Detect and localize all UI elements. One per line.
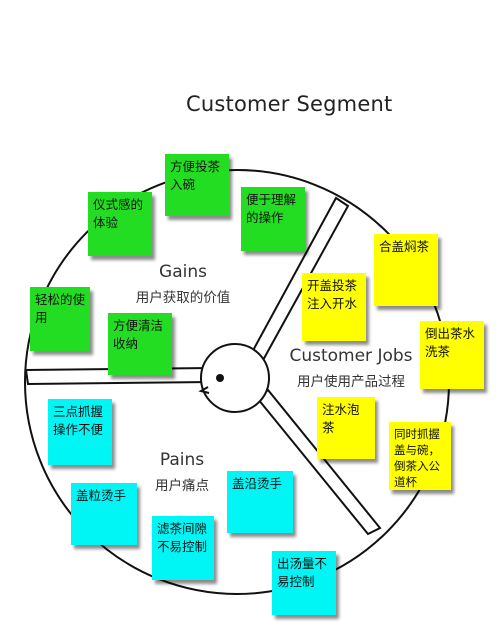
pains-note: 滤茶间隙不易控制 [152,516,214,580]
diagram-title: Customer Segment [186,92,393,116]
gains-note: 方便清洁收纳 [108,313,172,375]
gains-note: 便于理解的操作 [241,187,305,251]
pains-label: Pains [159,450,205,470]
jobs-label: Customer Jobs [289,346,413,366]
gains-label: Gains [159,262,207,282]
jobs-sublabel: 用户使用产品过程 [297,374,405,390]
pains-note: 盖粒烫手 [71,483,137,545]
pains-sublabel: 用户痛点 [155,478,209,494]
jobs-note: 开盖投茶注入开水 [302,273,366,341]
pains-note: 三点抓握操作不便 [48,399,112,465]
pains-label-group: Pains 用户痛点 [132,450,232,494]
gains-note: 仪式感的体验 [88,192,152,256]
gains-note: 方便投茶入碗 [165,154,229,216]
jobs-note: 同时抓握盖与碗，倒茶入公道杯 [389,422,451,490]
gains-sublabel: 用户获取的价值 [135,290,231,306]
gains-note: 轻松的使用 [30,287,90,351]
pains-note: 盖沿烫手 [227,471,293,533]
jobs-label-group: Customer Jobs 用户使用产品过程 [276,346,426,390]
gains-label-group: Gains 用户获取的价值 [118,262,248,306]
jobs-note: 合盖焖茶 [374,234,438,306]
customer-face-icon [198,343,270,413]
jobs-note: 倒出茶水洗茶 [420,321,484,389]
pains-note: 出汤量不易控制 [272,551,336,615]
jobs-note: 注水泡茶 [317,397,375,459]
